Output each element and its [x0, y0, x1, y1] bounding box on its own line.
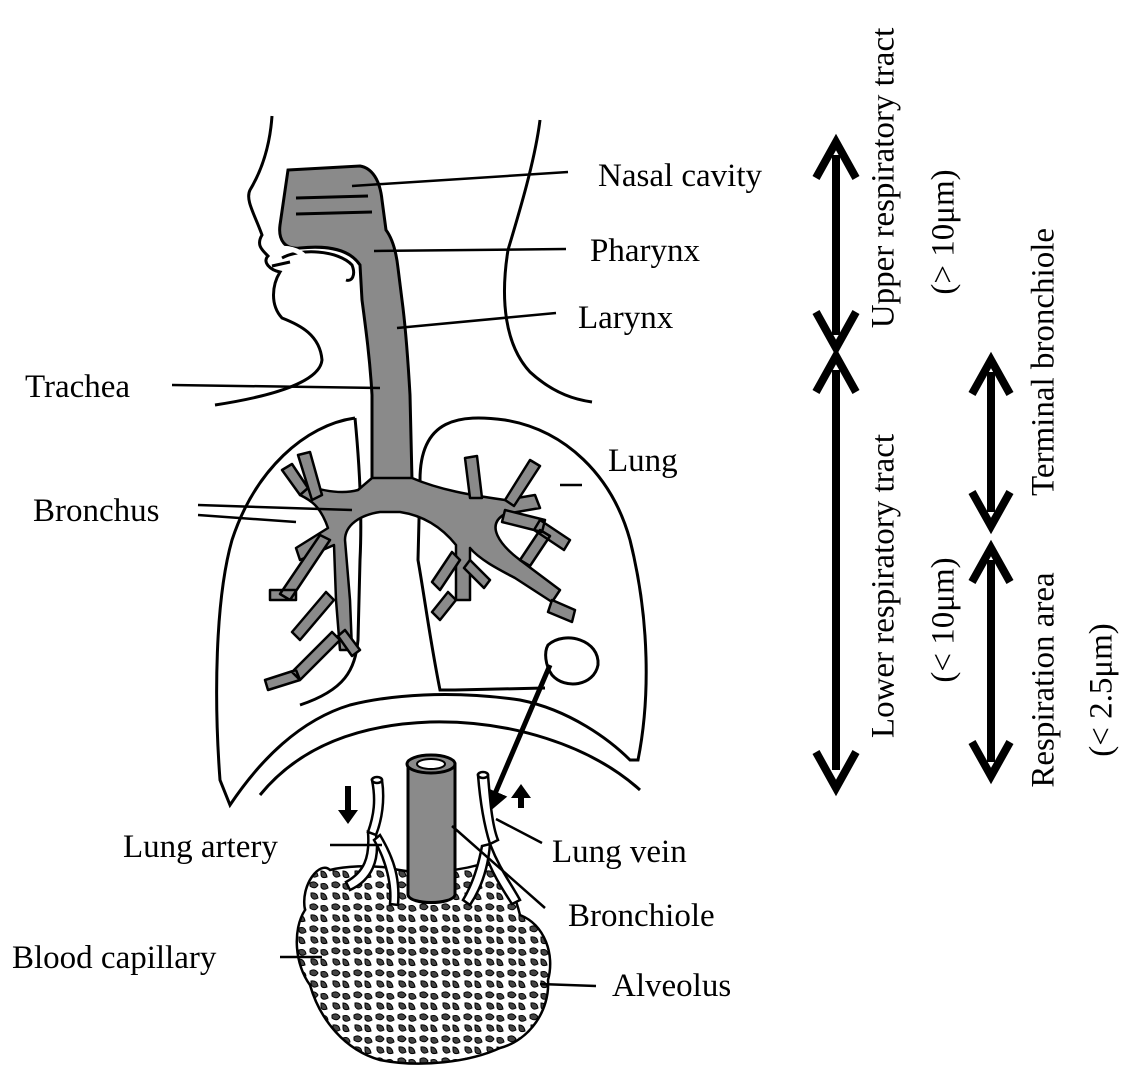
label-upper-size: (> 10μm): [928, 169, 961, 294]
label-lung-vein: Lung vein: [552, 836, 687, 869]
label-alveolus: Alveolus: [612, 970, 731, 1003]
terminal-bronchiole-arrow: [972, 360, 1010, 526]
upper-tract-arrow: [816, 142, 856, 348]
label-respiration-area: Respiration area: [1028, 572, 1061, 787]
lower-tract-arrow: [816, 356, 856, 788]
label-lung: Lung: [608, 445, 678, 478]
label-respiration-size: (< 2.5μm): [1086, 623, 1119, 756]
respiration-area-arrow: [972, 548, 1010, 776]
label-nasal-cavity: Nasal cavity: [598, 160, 762, 193]
label-blood-capillary: Blood capillary: [12, 942, 216, 975]
label-bronchus: Bronchus: [33, 495, 160, 528]
label-pharynx: Pharynx: [590, 235, 700, 268]
label-upper-respiratory-tract: Upper respiratory tract: [868, 28, 901, 329]
label-larynx: Larynx: [578, 302, 673, 335]
label-bronchiole: Bronchiole: [568, 900, 715, 933]
bronchiole-tube: [407, 755, 455, 903]
range-arrows: [816, 142, 1010, 788]
label-lung-artery: Lung artery: [123, 831, 278, 864]
label-lower-size: (< 10μm): [928, 557, 961, 682]
label-trachea: Trachea: [25, 371, 130, 404]
label-lower-respiratory-tract: Lower respiratory tract: [868, 434, 901, 738]
label-terminal-bronchiole: Terminal bronchiole: [1028, 228, 1061, 496]
